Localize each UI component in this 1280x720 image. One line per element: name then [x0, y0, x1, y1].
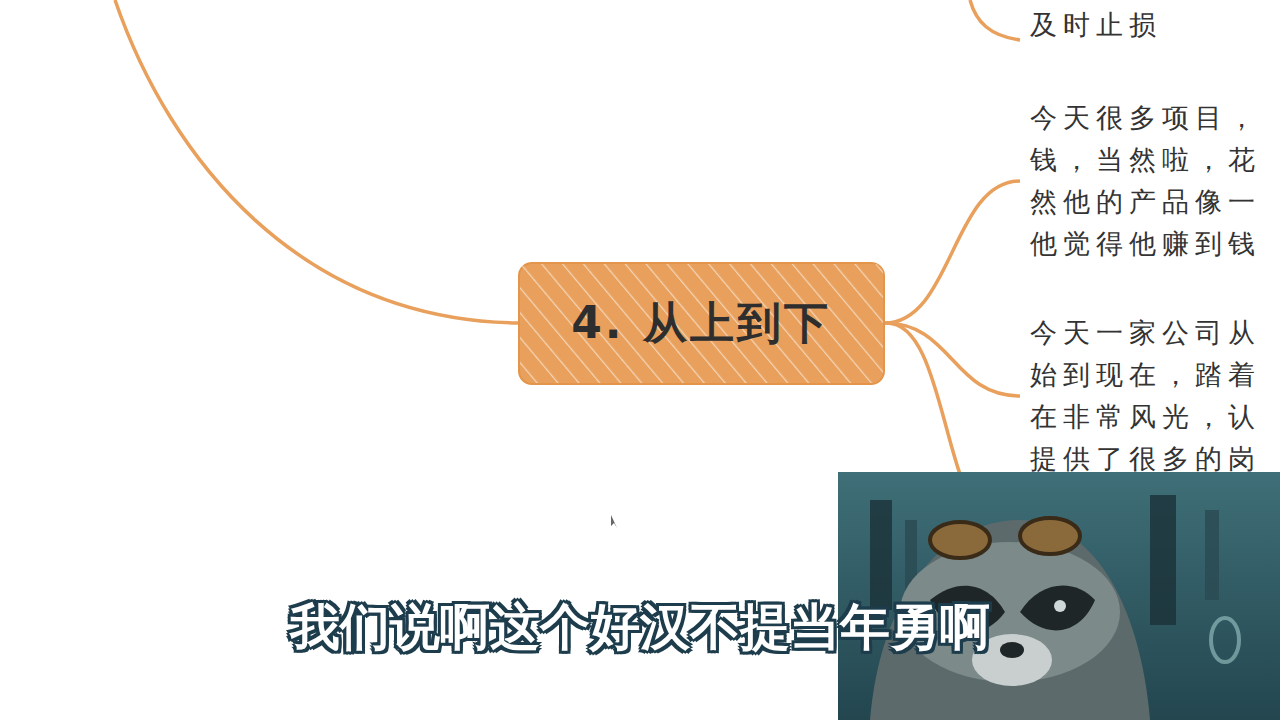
mouse-cursor [611, 515, 617, 528]
topic-title: 4. 从上到下 [571, 294, 831, 353]
branch-note: 及时止损 [1030, 4, 1162, 46]
branch-node: 今天很多项目， 钱，当然啦，花 然他的产品像一 他觉得他赚到钱 [1020, 97, 1275, 265]
branch-node: 今天一家公司从 始到现在，踏着 在非常风光，认 提供了很多的岗 [1020, 312, 1275, 480]
branch-text: 今天很多项目， 钱，当然啦，花 然他的产品像一 他觉得他赚到钱 [1030, 97, 1275, 265]
branch-connector [885, 323, 1021, 396]
branch-text: 今天一家公司从 始到现在，踏着 在非常风光，认 提供了很多的岗 [1030, 312, 1275, 480]
branch-curve [115, 0, 518, 323]
topic-box: 4. 从上到下 [518, 262, 885, 385]
branch-curve [887, 323, 962, 480]
video-overlay [838, 472, 1280, 720]
branch-curve [970, 0, 1020, 40]
branch-connector [885, 181, 1021, 323]
video-subtitle: 我们说啊这个好汉不提当年勇啊 [0, 594, 1280, 661]
